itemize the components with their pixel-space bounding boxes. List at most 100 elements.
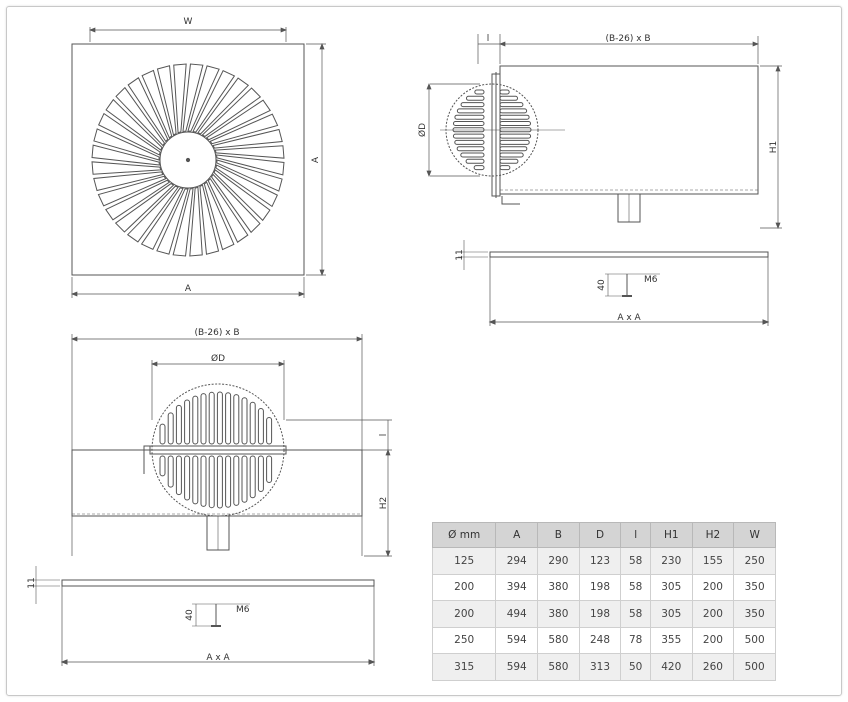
front-a-right-dimension xyxy=(306,43,326,276)
swirl-diffuser-blades xyxy=(91,63,285,257)
table-cell: 500 xyxy=(733,653,776,681)
grille-slot xyxy=(208,391,215,445)
diffuser-blade xyxy=(126,185,179,243)
label-side-axa: A x A xyxy=(617,313,641,323)
grille-slot xyxy=(454,114,485,120)
diffuser-blade xyxy=(212,128,283,149)
grille-slot xyxy=(465,95,485,101)
grille-slot xyxy=(249,401,256,445)
diffuser-blade xyxy=(127,77,169,143)
grille-slot xyxy=(233,455,240,506)
table-cell: 380 xyxy=(537,573,580,601)
grille-slot xyxy=(460,102,485,108)
label-side-top: (B-26) x B xyxy=(605,34,650,44)
table-cell: 155 xyxy=(691,547,735,575)
table-header-cell: D xyxy=(578,522,622,548)
label-side-h1: H1 xyxy=(769,141,779,154)
table-header-cell: l xyxy=(620,522,651,548)
grille-slot xyxy=(225,392,232,445)
grille-slot xyxy=(184,455,191,501)
table-header-cell: Ø mm xyxy=(431,522,497,548)
table-cell: 248 xyxy=(578,626,622,654)
grille-slot xyxy=(465,158,485,164)
table-header-cell: A xyxy=(495,522,539,548)
grille-slot xyxy=(499,114,530,120)
grille-slot xyxy=(499,158,519,164)
label-side-m6: M6 xyxy=(644,275,658,285)
table-cell: 394 xyxy=(495,573,539,601)
table-header-cell: W xyxy=(733,522,776,548)
table-cell: 50 xyxy=(620,653,651,681)
table-cell: 58 xyxy=(620,573,651,601)
side-dimensions xyxy=(426,34,782,229)
table-cell: 380 xyxy=(537,600,580,628)
diffuser-blade xyxy=(209,113,279,145)
table-cell: 125 xyxy=(431,547,497,575)
grille-slot xyxy=(460,152,485,158)
table-cell: 198 xyxy=(578,573,622,601)
table-cell: 200 xyxy=(431,573,497,601)
table-cell: 200 xyxy=(691,626,735,654)
table-cell: 350 xyxy=(733,573,776,601)
grille-slot xyxy=(499,133,532,139)
table-cell: 58 xyxy=(620,600,651,628)
grille-slot xyxy=(499,89,510,95)
diffuser-blade xyxy=(114,182,175,233)
diffuser-blade xyxy=(172,187,194,257)
grille-slot xyxy=(241,397,248,445)
table-cell: 200 xyxy=(691,573,735,601)
table-cell: 58 xyxy=(620,547,651,575)
grille-slot xyxy=(257,408,264,445)
grille-slot xyxy=(499,146,528,152)
grille-slot xyxy=(456,146,485,152)
grille-slot xyxy=(266,416,273,445)
diffuser-blade xyxy=(115,86,166,147)
diffuser-blade xyxy=(205,99,271,141)
side-slots xyxy=(452,89,532,171)
diffuser-blade xyxy=(156,65,177,136)
front-panel-outline xyxy=(71,43,305,276)
front-w-dimension xyxy=(89,27,287,42)
diffuser-blade xyxy=(105,179,171,221)
grille-slot xyxy=(499,165,511,171)
grille-slot xyxy=(241,455,248,503)
table-header-cell: H2 xyxy=(691,522,735,548)
diffuser-blade xyxy=(187,65,220,132)
grille-slot xyxy=(200,455,207,507)
grille-slot xyxy=(225,455,232,508)
diffuser-blade xyxy=(197,77,250,135)
diffuser-blade xyxy=(182,63,204,133)
section-view xyxy=(71,383,363,551)
grille-slot xyxy=(266,455,273,484)
side-view xyxy=(440,65,759,223)
front-a-bottom-dimension xyxy=(71,277,305,298)
label-plan-axa: A x A xyxy=(206,653,230,663)
center-point xyxy=(185,157,191,163)
section-slots xyxy=(159,391,273,509)
diffuser-blade xyxy=(192,69,236,133)
label-side-thk: 11 xyxy=(455,249,465,260)
table-cell: 123 xyxy=(578,547,622,575)
grille-slot xyxy=(499,95,519,101)
label-side-l: l xyxy=(487,34,490,44)
diffuser-blade xyxy=(201,87,262,138)
diffuser-blade xyxy=(156,188,189,255)
grille-slot xyxy=(175,455,182,496)
grille-slot xyxy=(233,394,240,445)
diffuser-blade xyxy=(141,69,173,139)
grille-slot xyxy=(216,455,223,509)
diffuser-blade xyxy=(93,171,164,192)
table-cell: 200 xyxy=(691,600,735,628)
diffuser-blade xyxy=(203,181,235,251)
grille-slot xyxy=(216,391,223,445)
table-cell: 580 xyxy=(537,626,580,654)
section-dimensions xyxy=(71,334,392,557)
table-cell: 355 xyxy=(649,626,693,654)
front-view xyxy=(71,43,305,276)
label-plan-top: (B-26) x B xyxy=(194,328,239,338)
label-plan-od: ØD xyxy=(211,353,225,364)
